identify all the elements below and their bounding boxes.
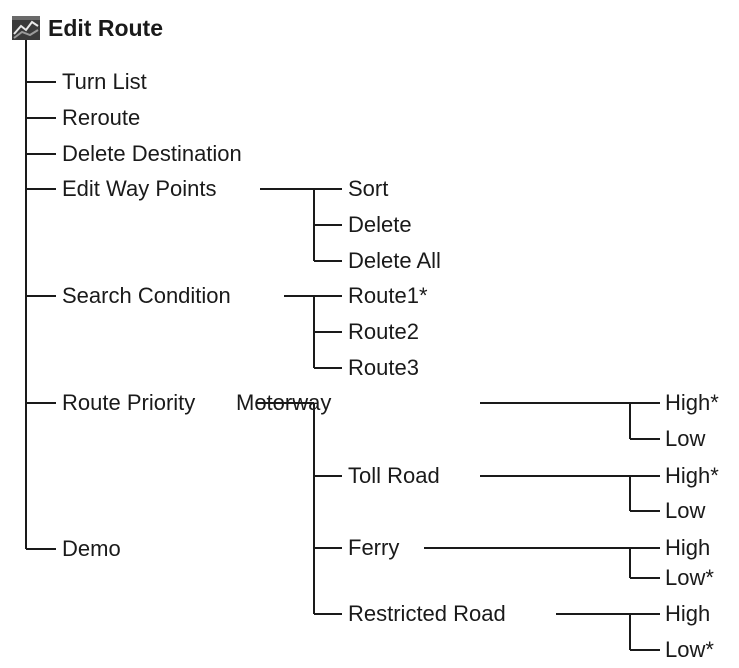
menu-item-reroute[interactable]: Reroute — [62, 105, 141, 130]
option-ferry-low[interactable]: Low* — [665, 565, 714, 590]
menu-item-edit-way-points[interactable]: Edit Way Points — [62, 176, 217, 201]
menu-item-delete-all[interactable]: Delete All — [348, 248, 441, 273]
menu-item-turn-list[interactable]: Turn List — [62, 69, 147, 94]
menu-item-route1[interactable]: Route1* — [348, 283, 428, 308]
menu-item-motorway[interactable]: Motorway — [236, 390, 332, 415]
option-toll-road-low[interactable]: Low — [665, 498, 706, 523]
menu-item-delete-destination[interactable]: Delete Destination — [62, 141, 242, 166]
menu-item-route2[interactable]: Route2 — [348, 319, 419, 344]
menu-item-delete[interactable]: Delete — [348, 212, 412, 237]
option-motorway-high[interactable]: High* — [665, 390, 719, 415]
menu-item-sort[interactable]: Sort — [348, 176, 389, 201]
option-toll-road-high[interactable]: High* — [665, 463, 719, 488]
menu-item-search-condition[interactable]: Search Condition — [62, 283, 231, 308]
option-restricted-road-low[interactable]: Low* — [665, 637, 714, 662]
menu-item-route-priority[interactable]: Route Priority — [62, 390, 196, 415]
menu-item-restricted-road[interactable]: Restricted Road — [348, 601, 506, 626]
option-motorway-low[interactable]: Low — [665, 426, 706, 451]
menu-item-ferry[interactable]: Ferry — [348, 535, 400, 560]
route-map-icon — [12, 16, 40, 40]
option-restricted-road-high[interactable]: High — [665, 601, 711, 626]
option-ferry-high[interactable]: High — [665, 535, 711, 560]
page-title: Edit Route — [48, 15, 163, 41]
menu-item-demo[interactable]: Demo — [62, 536, 121, 561]
menu-item-route3[interactable]: Route3 — [348, 355, 419, 380]
menu-item-toll-road[interactable]: Toll Road — [348, 463, 440, 488]
